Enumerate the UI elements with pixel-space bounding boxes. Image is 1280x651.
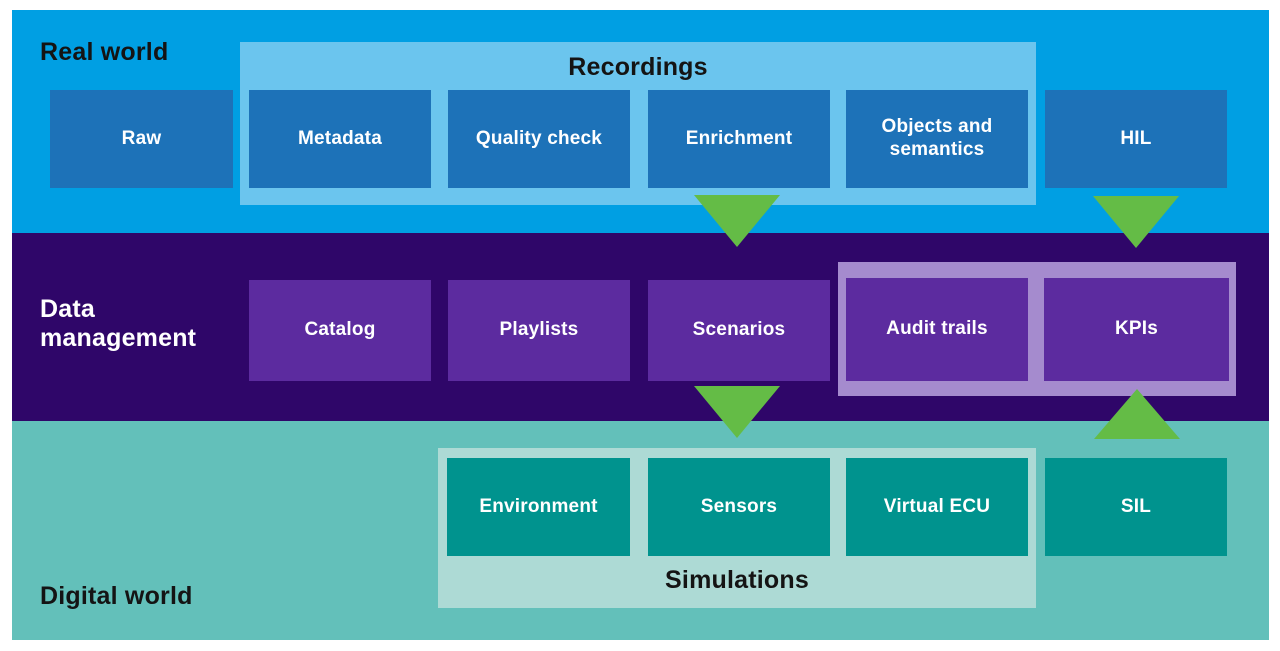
box-sil: SIL (1045, 458, 1227, 556)
band-label-digital-world: Digital world (40, 582, 193, 610)
band-label-data-management: Data management (40, 295, 197, 352)
box-metadata: Metadata (249, 90, 431, 188)
arrow-hil-to-kpis-icon (1093, 196, 1179, 248)
band-label-real-world: Real world (40, 38, 169, 66)
box-hil: HIL (1045, 90, 1227, 188)
box-objects-and-semantics: Objects and semantics (846, 90, 1028, 188)
box-catalog: Catalog (249, 280, 431, 381)
box-scenarios: Scenarios (648, 280, 830, 381)
box-quality-check: Quality check (448, 90, 630, 188)
group-simulations-title: Simulations (665, 566, 809, 594)
box-audit-trails: Audit trails (846, 278, 1028, 381)
box-playlists: Playlists (448, 280, 630, 381)
box-kpis: KPIs (1044, 278, 1229, 381)
box-sensors: Sensors (648, 458, 830, 556)
arrow-scenarios-to-simulations-icon (694, 386, 780, 438)
arrow-enrichment-to-scenarios-icon (694, 195, 780, 247)
box-raw: Raw (50, 90, 233, 188)
box-enrichment: Enrichment (648, 90, 830, 188)
box-virtual-ecu: Virtual ECU (846, 458, 1028, 556)
group-recordings-title: Recordings (568, 53, 708, 81)
arrow-sil-to-kpis-icon (1094, 389, 1180, 439)
box-environment: Environment (447, 458, 630, 556)
